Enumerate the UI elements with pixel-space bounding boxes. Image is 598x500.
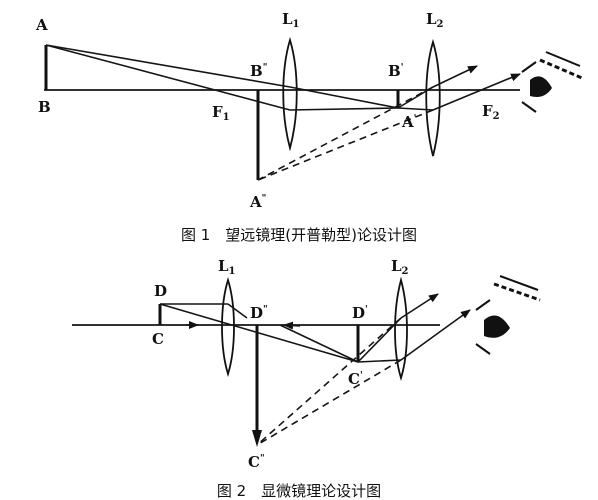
arrow-head-c-dd xyxy=(252,430,262,447)
figure-1-telescope: A B L1 L2 B" B' F1 A' F2 A" 图 1 望远镜理(开普勒… xyxy=(35,10,583,244)
label-f2: F2 xyxy=(482,102,500,122)
dashed-1a xyxy=(257,86,434,181)
lens-l1 xyxy=(282,36,298,152)
ray-1c-out xyxy=(432,65,478,88)
label-d-d: D' xyxy=(352,304,368,322)
figure-2-microscope: D C L1 L2 D" D' C' C" 图 2 显微镜理论设计图 xyxy=(72,257,541,500)
ray-2e-out xyxy=(400,309,471,361)
dashed-1b xyxy=(257,109,434,181)
label-d-dd: D" xyxy=(250,304,268,322)
ray-1d xyxy=(397,107,434,111)
lens-l2-micro xyxy=(394,276,408,382)
label-d: D xyxy=(154,282,167,300)
ray-2e xyxy=(357,359,402,363)
ray-1a-cont xyxy=(289,86,399,109)
label-a: A xyxy=(35,16,48,34)
ray-1d-out xyxy=(432,73,521,111)
label-l2-micro: L2 xyxy=(391,257,409,277)
label-c: C xyxy=(152,330,164,348)
ray-2c-arrow xyxy=(283,321,301,330)
ray-2d-out xyxy=(400,293,439,319)
label-l2: L2 xyxy=(426,10,444,30)
lens-l2 xyxy=(425,38,441,157)
label-l1-micro: L1 xyxy=(218,257,236,277)
ray-2d xyxy=(357,317,402,363)
label-l1: L1 xyxy=(282,10,300,30)
ray-1a xyxy=(45,44,291,88)
eye-icon-2 xyxy=(475,275,541,355)
label-f1: F1 xyxy=(212,103,230,123)
label-b-d: B' xyxy=(388,62,403,80)
caption-figure-1: 图 1 望远镜理(开普勒型)论设计图 xyxy=(181,226,417,244)
ray-2b xyxy=(159,303,359,363)
ray-1b xyxy=(45,44,291,111)
caption-figure-2: 图 2 显微镜理论设计图 xyxy=(217,482,381,500)
dashed-2b xyxy=(256,359,402,446)
ray-1b-cont xyxy=(289,107,399,111)
label-a-d: A' xyxy=(401,113,416,131)
dashed-2a xyxy=(256,317,402,446)
label-c-d: C' xyxy=(348,370,363,388)
ray-2c xyxy=(279,324,359,363)
ray-2a-bend xyxy=(227,303,248,319)
label-b-dd: B" xyxy=(250,62,267,80)
lens-l1-micro xyxy=(221,276,235,378)
label-c-dd: C" xyxy=(248,453,265,471)
eye-icon-1 xyxy=(521,51,583,113)
label-b: B xyxy=(38,98,51,116)
label-a-dd: A" xyxy=(249,193,266,211)
